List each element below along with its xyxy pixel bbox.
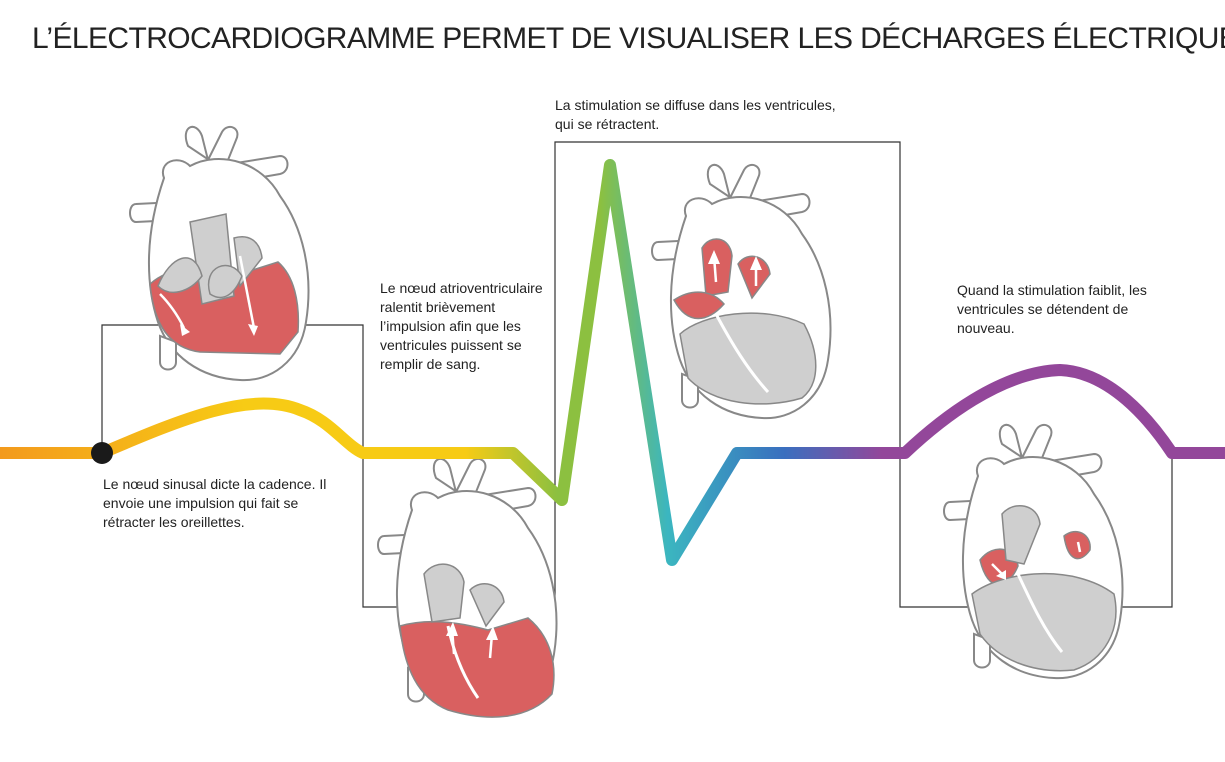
caption-step-3: La stimulation se diffuse dans les ventr… — [555, 97, 836, 132]
sinus-node-dot — [91, 442, 113, 464]
caption-step-2: Le nœud atrioventriculaire ralentit briè… — [380, 280, 543, 372]
heart-ventricles-filling-icon — [377, 457, 558, 718]
heart-ventricles-relaxing-icon — [943, 423, 1124, 680]
heart-ventricles-contracting-icon — [651, 163, 832, 420]
caption-step-1: Le nœud sinusal dicte la cadence. Il env… — [103, 476, 327, 530]
ecg-trace — [0, 159, 1225, 566]
frame-step-3 — [554, 141, 901, 495]
caption-step-4: Quand la stimulation faiblit, les ventri… — [957, 282, 1147, 336]
heart-atria-contracting-icon — [129, 125, 310, 382]
page-title: L’ÉLECTROCARDIOGRAMME PERMET DE VISUALIS… — [32, 22, 1225, 55]
